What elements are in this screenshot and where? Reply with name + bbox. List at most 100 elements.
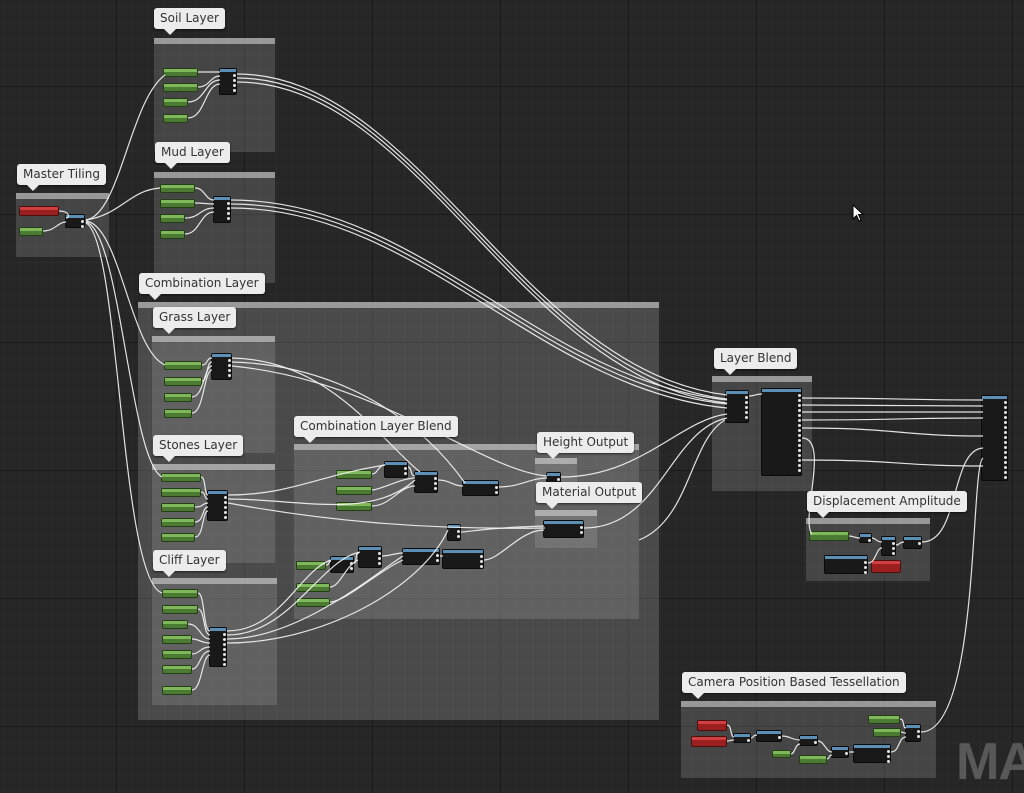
node-pin[interactable] — [798, 414, 801, 417]
tessellation-clamp-node[interactable] — [831, 746, 849, 758]
node-pin[interactable] — [434, 477, 437, 480]
node-pin[interactable] — [457, 530, 460, 533]
node-pin[interactable] — [868, 539, 871, 542]
comment-title-blend[interactable]: Combination Layer Blend — [294, 416, 458, 443]
stones-make-attributes-node[interactable] — [207, 490, 228, 521]
cliff-param-node[interactable] — [162, 620, 188, 629]
tessellation-output-node[interactable] — [905, 724, 921, 742]
node-pin[interactable] — [778, 736, 781, 739]
node-pin[interactable] — [228, 359, 231, 362]
node-pin[interactable] — [457, 535, 460, 538]
node-pin[interactable] — [434, 487, 437, 490]
soil-make-attributes-node[interactable] — [219, 68, 237, 95]
node-pin[interactable] — [798, 434, 801, 437]
node-pin[interactable] — [228, 369, 231, 372]
node-pin[interactable] — [1004, 446, 1007, 449]
node-pin[interactable] — [798, 419, 801, 422]
displacement-scalar-node[interactable] — [871, 560, 901, 573]
node-pin[interactable] — [798, 459, 801, 462]
final-material-node[interactable] — [981, 395, 1008, 481]
node-pin[interactable] — [1004, 451, 1007, 454]
comment-title-layerblend[interactable]: Layer Blend — [714, 348, 798, 375]
cliff-param-node[interactable] — [162, 650, 192, 659]
node-pin[interactable] — [1004, 441, 1007, 444]
node-pin[interactable] — [1004, 406, 1007, 409]
node-pin[interactable] — [227, 202, 230, 205]
node-pin[interactable] — [887, 755, 890, 758]
mud-param-node[interactable] — [160, 230, 185, 239]
grass-texture-node[interactable] — [164, 377, 202, 386]
node-pin[interactable] — [223, 648, 226, 651]
node-pin[interactable] — [798, 464, 801, 467]
blend-param-node[interactable] — [296, 598, 330, 607]
node-pin[interactable] — [480, 555, 483, 558]
node-pin[interactable] — [892, 542, 895, 545]
tessellation-param-node[interactable] — [873, 728, 901, 737]
node-pin[interactable] — [1004, 411, 1007, 414]
tessellation-camera-node[interactable] — [756, 730, 782, 742]
node-pin[interactable] — [864, 561, 867, 564]
node-pin[interactable] — [404, 472, 407, 475]
node-pin[interactable] — [227, 207, 230, 210]
material-output-node[interactable] — [543, 520, 584, 538]
node-pin[interactable] — [1004, 416, 1007, 419]
comment-title-displacement[interactable]: Displacement Amplitude — [807, 491, 967, 518]
node-pin[interactable] — [350, 567, 353, 570]
comment-box-soil[interactable] — [154, 38, 275, 152]
node-pin[interactable] — [745, 416, 748, 419]
node-pin[interactable] — [918, 542, 921, 545]
node-pin[interactable] — [233, 79, 236, 82]
tessellation-param-node[interactable] — [868, 715, 900, 724]
node-pin[interactable] — [1004, 401, 1007, 404]
node-pin[interactable] — [1004, 421, 1007, 424]
stones-texcoord-node[interactable] — [161, 473, 201, 482]
soil-texture-node[interactable] — [163, 83, 198, 92]
node-pin[interactable] — [745, 396, 748, 399]
node-pin[interactable] — [223, 633, 226, 636]
node-pin[interactable] — [864, 571, 867, 574]
comment-title-height[interactable]: Height Output — [537, 432, 635, 459]
node-pin[interactable] — [223, 663, 226, 666]
node-pin[interactable] — [81, 220, 84, 223]
node-pin[interactable] — [745, 401, 748, 404]
node-pin[interactable] — [580, 531, 583, 534]
node-pin[interactable] — [227, 217, 230, 220]
comment-title-material[interactable]: Material Output — [536, 482, 643, 509]
blend-lerp-node[interactable] — [442, 549, 484, 569]
blend-param-node[interactable] — [336, 502, 372, 511]
node-pin[interactable] — [224, 516, 227, 519]
node-pin[interactable] — [228, 364, 231, 367]
node-pin[interactable] — [233, 84, 236, 87]
node-pin[interactable] — [745, 406, 748, 409]
soil-texcoord-node[interactable] — [163, 68, 198, 77]
node-pin[interactable] — [1004, 461, 1007, 464]
cliff-texture-node[interactable] — [162, 605, 198, 614]
stones-param-node[interactable] — [161, 503, 195, 512]
node-pin[interactable] — [1004, 431, 1007, 434]
cliff-texcoord-node[interactable] — [162, 589, 198, 598]
comment-title-mud[interactable]: Mud Layer — [155, 142, 230, 169]
node-pin[interactable] — [892, 547, 895, 550]
soil-param-node[interactable] — [163, 98, 188, 107]
displacement-multiply-node[interactable] — [824, 555, 868, 574]
node-pin[interactable] — [224, 501, 227, 504]
cliff-param-node[interactable] — [162, 635, 192, 644]
blend-param-node[interactable] — [336, 486, 372, 495]
cliff-param-node[interactable] — [162, 686, 192, 695]
node-pin[interactable] — [223, 658, 226, 661]
stones-param-node[interactable] — [161, 533, 195, 542]
node-pin[interactable] — [350, 562, 353, 565]
node-pin[interactable] — [798, 404, 801, 407]
mud-texcoord-node[interactable] — [160, 184, 195, 193]
blend-lerp-node[interactable] — [462, 480, 499, 496]
node-pin[interactable] — [224, 506, 227, 509]
grass-param-node[interactable] — [164, 409, 192, 418]
node-pin[interactable] — [223, 638, 226, 641]
stones-texture-node[interactable] — [161, 488, 201, 497]
node-pin[interactable] — [892, 552, 895, 555]
node-pin[interactable] — [404, 467, 407, 470]
node-pin[interactable] — [233, 74, 236, 77]
node-pin[interactable] — [227, 212, 230, 215]
node-pin[interactable] — [917, 735, 920, 738]
master-multiply-node[interactable] — [65, 214, 85, 228]
